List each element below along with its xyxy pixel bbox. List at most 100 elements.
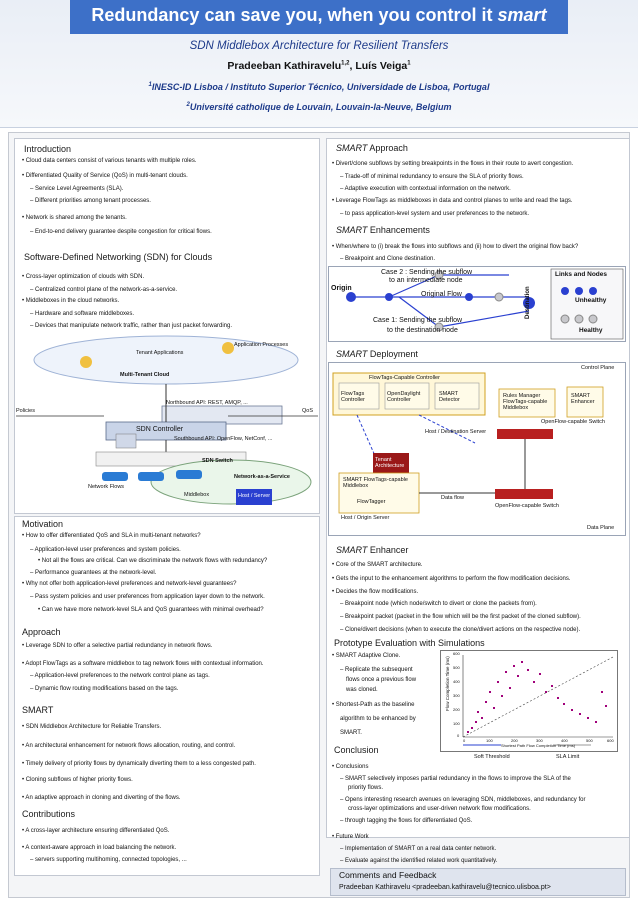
motivation-line: – Performance guarantees at the network-… [30,570,157,576]
fig-label-rules-manager: Rules Manager FlowTags-capable Middlebox [503,393,548,411]
enhancer-line: – Breakpoint node (which node/switch to … [340,601,537,607]
intro-line: • Cloud data centers consist of various … [22,158,197,164]
chart-legend-soft-threshold: Soft Threshold [474,754,510,760]
fig-label-case1b: to the destination node [387,327,458,334]
conclusion-line: – Implementation of SMART on a real data… [340,846,497,852]
conclusion-line: • Future Work [332,834,369,840]
subflow-graphic [346,268,624,340]
enhancer-line: – Clone/divert decisions (when to execut… [340,627,581,633]
sdn-line: • Middleboxes in the cloud networks. [22,298,120,304]
conclusion-line: – SMART selectively imposes partial redu… [340,776,571,782]
fig-label-network-flows: Network Flows [88,484,125,490]
chart-ylabel: Flow Completion Time (ms) [445,656,450,711]
approach-line: – Application-level preferences to the n… [30,673,210,679]
smart-approach-line: – Trade-off of minimal redundancy to ens… [340,174,524,180]
scatter-plot [462,655,614,746]
comments-title: Comments and Feedback [339,870,437,880]
prototype-line: algorithm to be enhanced by [340,716,416,722]
intro-line: – Service Level Agreements (SLA). [30,186,124,192]
motivation-line: • Not all the flows are critical. Can we… [38,558,268,564]
chart-xtick: 300 [536,738,543,743]
fig-label-qos: QoS [302,408,314,414]
smart-line: • An architectural enhancement for netwo… [22,743,236,749]
fig-label-tenant-arch: Tenant Architecture [375,457,405,469]
motivation-line: – Pass system policies and user preferen… [30,594,265,600]
conclusion-line: priority flows. [348,785,384,791]
smart-line: • Cloning subflows of higher priority fl… [22,777,133,783]
section-title-approach: Approach [22,627,61,637]
fig-label-naas: Network-as-a-Service [234,474,290,480]
fig-label-data-flow: Data flow [441,495,464,501]
left-bottom-panel [14,516,320,876]
fig-label-unhealthy: Unhealthy [575,297,607,304]
section-title-introduction: Introduction [24,144,72,154]
approach-line: • Leverage SDN to offer a selective part… [22,643,213,649]
section-title-conclusion: Conclusion [334,745,379,755]
fig-label-tenant-apps: Tenant Applications [136,350,184,356]
affiliation-2: 2Université catholique de Louvain, Louva… [186,102,452,112]
section-title-enhancer: SMART Enhancer [336,545,409,555]
fig-label-healthy: Healthy [579,327,603,334]
contrib-line: • A context-aware approach in load balan… [22,845,177,851]
smart-line: • An adaptive approach in cloning and di… [22,795,181,801]
conclusion-line: – Opens interesting research avenues on … [340,797,586,803]
section-title-motivation: Motivation [22,519,64,529]
chart-xtick: 500 [586,738,593,743]
poster-title: Redundancy can save you, when you contro… [91,5,547,25]
subflow-figure: Case 2 : Sending the subflow to an inter… [328,266,626,342]
section-title-smart: SMART [22,705,54,715]
comments-contact[interactable]: Pradeeban Kathiravelu <pradeeban.kathira… [339,884,551,891]
sdn-line: – Hardware and software middleboxes. [30,311,135,317]
fig-label-smart-enhancer: SMART Enhancer [571,393,595,405]
motivation-line: • Why not offer both application-level p… [22,581,237,587]
enhancer-line: • Core of the SMART architecture. [332,562,423,568]
section-title-deployment: SMART Deployment [336,349,418,359]
fig-label-ftc: FlowTags-Capable Controller [369,375,440,381]
enhancer-line: – Breakpoint packet (packet in the flow … [340,614,581,620]
chart-xtick: 100 [486,738,493,743]
fig-label-case1: Case 1: Sending the subflow [373,317,463,324]
deployment-graphic [332,372,604,514]
smart-line: • Timely delivery of priority flows by d… [22,761,256,767]
motivation-line: • Can we have more network-level SLA and… [38,607,264,613]
chart-ytick: 600 [453,651,460,656]
chart-ytick: 100 [453,721,460,726]
fig-label-case2b: to an intermediate node [389,277,463,284]
chart-ytick: 300 [453,693,460,698]
fig-label-sdn-controller: SDN Controller [136,426,184,433]
poster-authors: Pradeeban Kathiravelu1,2, Luís Veiga1 [227,60,411,72]
sdn-architecture-graphic [16,335,318,505]
conclusion-line: • Conclusions [332,764,369,770]
section-title-contributions: Contributions [22,809,76,819]
fig-label-northbound: Northbound API: REST, AMQP, ... [166,400,248,406]
conclusion-line: cross-layer optimizations and user-drive… [348,806,531,812]
fig-label-control-plane: Control Plane [581,365,615,371]
fig-label-southbound: Southbound API: OpenFlow, NetConf, ... [174,436,273,442]
smart-approach-line: • Divert/clone subflows by setting break… [332,161,574,167]
chart-ytick: 0 [457,733,460,738]
affiliation-1: 1INESC-ID Lisboa / Instituto Superior Té… [148,82,490,92]
fig-label-destination: Destination [525,286,531,319]
sdn-line: – Centralized control plane of the netwo… [30,287,178,293]
enhancer-line: • Decides the flow modifications. [332,589,419,595]
chart-xlabel: Shortest Path Flow Completion Time (ms) [501,743,576,748]
chart-xtick: 400 [561,738,568,743]
chart-ytick: 200 [453,707,460,712]
prototype-line: • Shortest-Path as the baseline [332,702,415,708]
fig-label-origin: Origin [331,285,352,292]
smart-approach-line: • Leverage FlowTags as middleboxes in da… [332,198,573,204]
conclusion-line: – through tagging the flows for differen… [340,818,473,824]
section-title-smart-approach: SMART Approach [336,143,408,153]
fig-label-odl: OpenDaylight Controller [387,391,421,403]
fig-label-original-flow: Original Flow [421,291,462,298]
section-title-enhancements: SMART Enhancements [336,225,430,235]
sdn-line: – Devices that manipulate network traffi… [30,323,232,329]
fig-label-case2: Case 2 : Sending the subflow [381,269,473,276]
enhancer-line: • Gets the input to the enhancement algo… [332,576,571,582]
title-band [70,0,568,34]
prototype-line: – Replicate the subsequent [340,667,413,673]
motivation-line: • How to offer differentiated QoS and SL… [22,533,201,539]
section-title-prototype: Prototype Evaluation with Simulations [334,638,485,648]
chart-xtick: 0 [463,738,466,743]
fig-label-flowtags-controller: FlowTags Controller [341,391,365,403]
